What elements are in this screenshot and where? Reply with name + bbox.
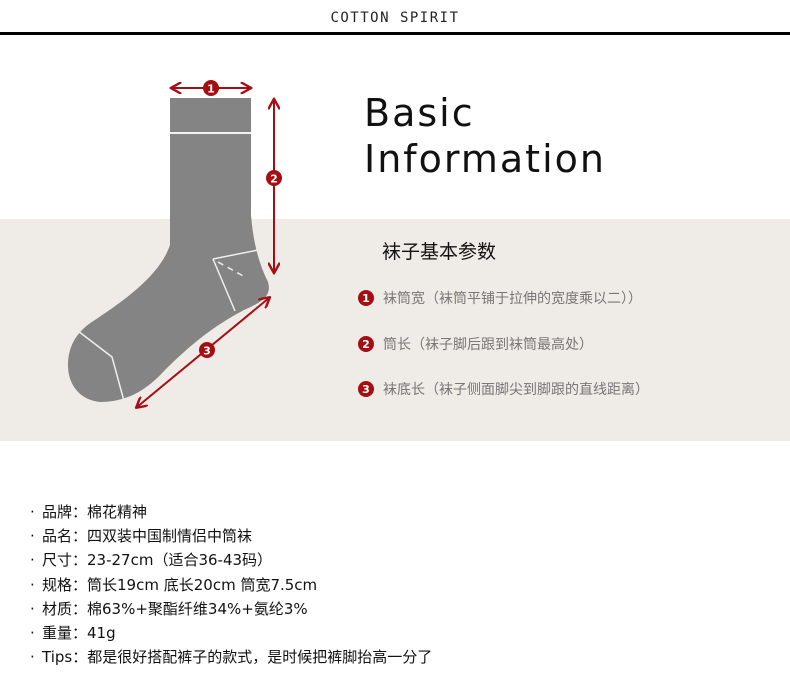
spec-label: Tips： — [42, 648, 88, 667]
sock-diagram: 1 2 3 — [68, 80, 282, 460]
section-title: Basic Information — [364, 90, 606, 182]
marker-3: 3 — [203, 345, 211, 358]
param-text: 筒长（袜子脚后跟到袜筒最高处） — [383, 337, 593, 353]
bullet: · — [30, 527, 35, 546]
spec-value: 棉63%+聚酯纤维34%+氨纶3% — [87, 599, 308, 618]
title-line-1: Basic — [364, 91, 475, 135]
spec-value: 四双装中国制情侣中筒袜 — [87, 527, 253, 546]
spec-tips: · Tips： 都是很好搭配裤子的款式，是时候把裤脚抬高一分了 — [30, 645, 432, 669]
bullet: · — [30, 551, 35, 570]
number-3-icon: 3 — [358, 381, 374, 397]
params-heading: 袜子基本参数 — [382, 241, 497, 263]
spec-value: 23-27cm（适合36-43码） — [87, 551, 273, 570]
header: COTTON SPIRIT — [0, 0, 790, 35]
bullet: · — [30, 575, 35, 594]
spec-product-name: · 品名： 四双装中国制情侣中筒袜 — [30, 524, 432, 548]
param-text: 袜筒宽（袜筒平铺于拉伸的宽度乘以二）） — [383, 291, 642, 307]
bullet: · — [30, 599, 35, 618]
bullet: · — [30, 503, 35, 521]
spec-label: 规格： — [42, 575, 88, 594]
spec-dimensions: · 规格： 筒长19cm 底长20cm 筒宽7.5cm — [30, 573, 432, 597]
spec-label: 尺寸： — [42, 551, 88, 570]
spec-list: · 品牌： 棉花精神 · 品名： 四双装中国制情侣中筒袜 · 尺寸： 23-27… — [30, 500, 432, 669]
param-item-3: 3 袜底长（袜子侧面脚尖到脚跟的直线距离） — [358, 379, 649, 399]
param-text: 袜底长（袜子侧面脚尖到脚跟的直线距离） — [383, 382, 649, 398]
spec-label: 品名： — [42, 527, 88, 546]
header-divider — [0, 32, 790, 35]
spec-value: 筒长19cm 底长20cm 筒宽7.5cm — [87, 575, 318, 594]
number-2-icon: 2 — [358, 336, 374, 352]
brand-title: COTTON SPIRIT — [330, 10, 460, 26]
spec-weight: · 重量： 41g — [30, 621, 432, 645]
param-item-2: 2 筒长（袜子脚后跟到袜筒最高处） — [358, 334, 593, 354]
title-line-2: Information — [364, 137, 606, 181]
marker-2: 2 — [270, 173, 278, 186]
sock-shape — [68, 98, 269, 402]
spec-value: 都是很好搭配裤子的款式，是时候把裤脚抬高一分了 — [87, 648, 433, 667]
spec-brand: · 品牌： 棉花精神 — [30, 500, 432, 524]
bullet: · — [30, 624, 35, 643]
spec-value: 41g — [87, 624, 116, 643]
spec-size: · 尺寸： 23-27cm（适合36-43码） — [30, 548, 432, 572]
spec-material: · 材质： 棉63%+聚酯纤维34%+氨纶3% — [30, 597, 432, 621]
param-item-1: 1 袜筒宽（袜筒平铺于拉伸的宽度乘以二）） — [358, 288, 642, 308]
number-1-icon: 1 — [358, 290, 374, 306]
spec-label: 材质： — [42, 599, 88, 618]
spec-label: 品牌： — [42, 503, 88, 521]
bullet: · — [30, 648, 35, 667]
spec-value: 棉花精神 — [87, 503, 148, 521]
marker-1: 1 — [207, 83, 215, 96]
spec-label: 重量： — [42, 624, 88, 643]
